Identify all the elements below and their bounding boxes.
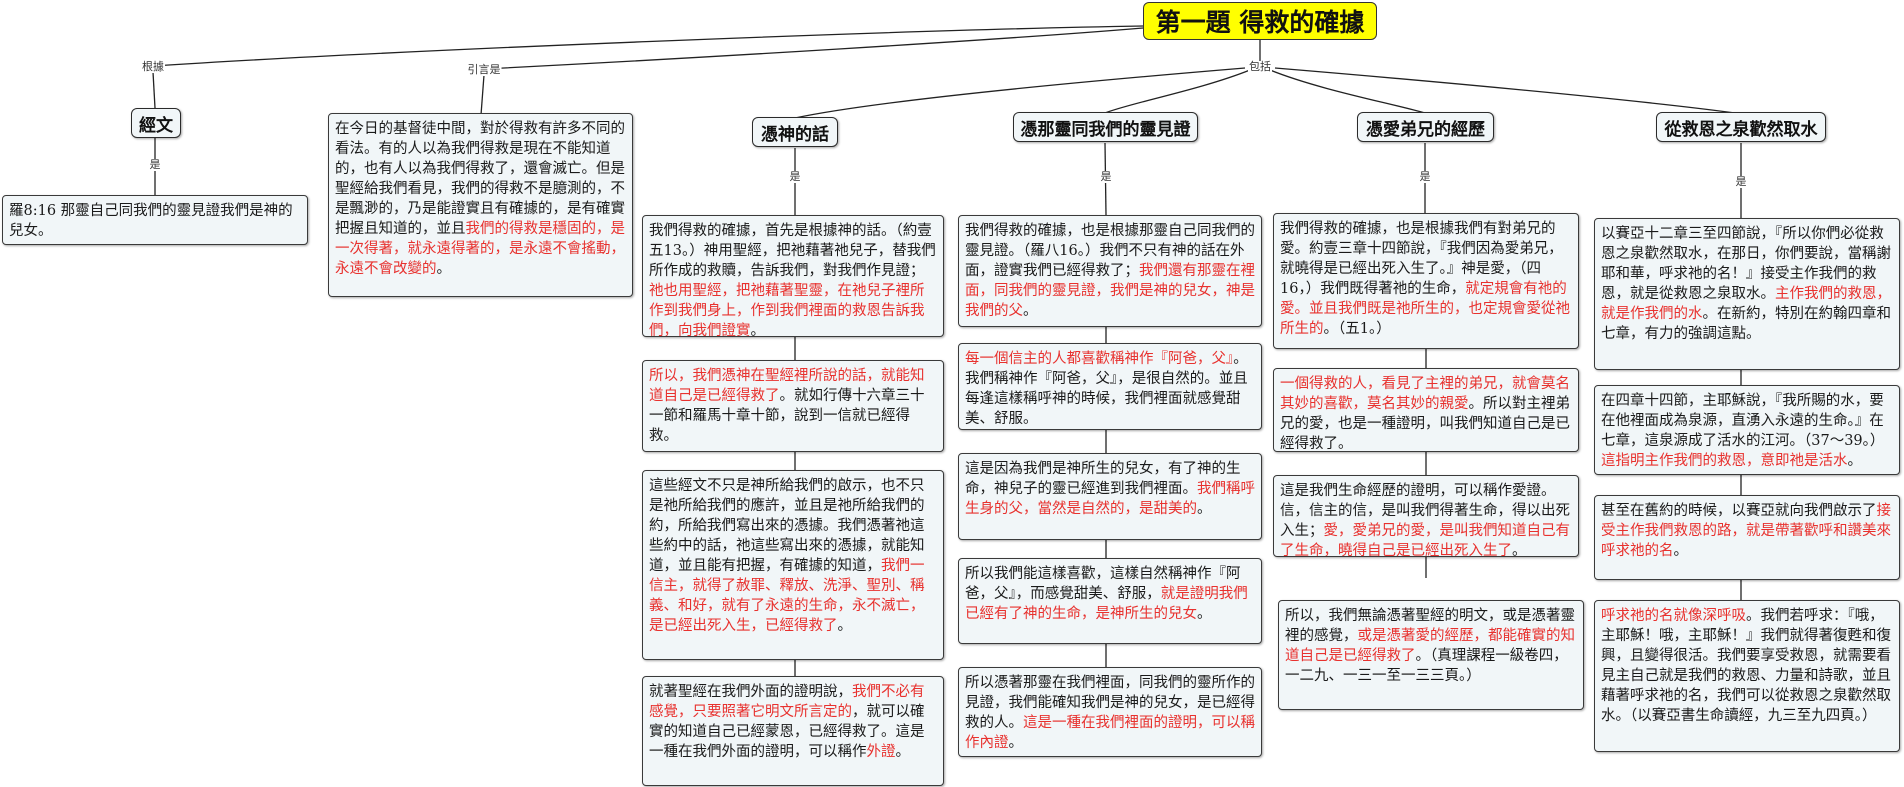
- body-text: 。: [837, 618, 853, 634]
- body-text: 。我們稱神作『阿爸，父』，是很自然的。並且每逢這樣稱呼神的時候，我們裡面就感覺甜…: [965, 351, 1248, 427]
- body-text: 羅8:16 那靈自己同我們的靈見證我們是神的兒女。: [9, 203, 293, 239]
- box-intro: 在今日的基督徒中間，對於得救有許多不同的看法。有的人以為我們得救是現在不能知道的…: [328, 113, 633, 297]
- body-text: 甚至在舊約的時候，以賽亞就向我們啟示了: [1601, 503, 1877, 519]
- box-word-3: 這些經文不只是神所給我們的啟示，也不只是祂所給我們的應許，並且是祂所給我們的約，…: [642, 470, 944, 660]
- body-text: 。: [1673, 543, 1689, 559]
- body-text: 。: [1197, 606, 1212, 622]
- body-text: 。: [895, 744, 911, 760]
- edge-label-basis: 根據: [141, 60, 165, 73]
- box-word-1: 我們得救的確據，首先是根據神的話。（約壹五13。）神用聖經，把祂藉著祂兒子，替我…: [642, 215, 944, 337]
- box-spirit-2: 每一個信主的人都喜歡稱神作『阿爸，父』。我們稱神作『阿爸，父』，是很自然的。並且…: [958, 343, 1262, 430]
- highlight-text: 愛，愛弟兄的愛，是叫我們知道自己有了生命，曉得自己是已經出死入生了: [1280, 523, 1570, 557]
- highlight-text: 主作我們的救恩，就是作我們的水: [1601, 286, 1891, 322]
- body-text: 所以，我們無論憑著聖經的明文，或是憑著靈裡的感覺，: [1285, 608, 1575, 644]
- box-spirit-3: 這是因為我們是神所生的兒女，有了神的生命，神兒子的靈已經進到我們裡面。我們稱呼生…: [958, 453, 1262, 540]
- highlight-text: 接受主作我們救恩的路，就是帶著歡呼和讚美來呼求祂的名: [1601, 503, 1891, 559]
- topic-spring: 從救恩之泉歡然取水: [1656, 112, 1826, 142]
- box-spirit-5: 所以憑著那靈在我們裡面，同我們的靈所作的見證，我們能確知我們是神的兒女，是已經得…: [958, 667, 1262, 757]
- body-text: 這是我們生命經歷的證明，可以稱作愛證。信，信主的信，是叫我們得著生命，得以出死入…: [1280, 483, 1570, 539]
- box-verse: 羅8:16 那靈自己同我們的靈見證我們是神的兒女。: [2, 195, 308, 245]
- box-spring-3: 甚至在舊約的時候，以賽亞就向我們啟示了接受主作我們救恩的路，就是帶著歡呼和讚美來…: [1594, 495, 1900, 580]
- topic-spirit: 憑那靈同我們的靈見證: [1013, 112, 1198, 142]
- edge-label-quote: 引言是: [466, 63, 502, 76]
- box-spirit-1: 我們得救的確據，也是根據那靈自己同我們的靈見證。（羅八16。）我們不只有神的話在…: [958, 215, 1262, 327]
- highlight-text: 我們一信主，就得了赦罪、釋放、洗淨、聖別、稱義、和好，就有了永遠的生命，永不滅亡…: [649, 558, 925, 634]
- body-text: 。: [436, 261, 452, 277]
- highlight-text: 外證: [866, 744, 896, 760]
- body-text: 。: [1197, 501, 1212, 517]
- highlight-text: 一個得救的人，看見了主裡的弟兄，就會莫名其妙的喜歡，莫名其妙的親愛: [1280, 376, 1570, 412]
- body-text: 這是因為我們是神所生的兒女，有了神的生命，神兒子的靈已經進到我們裡面。: [965, 461, 1241, 497]
- highlight-text: 我們不必有感覺，只要照著它明文所言定的: [649, 684, 925, 720]
- body-text: 。: [1023, 303, 1038, 319]
- body-text: 。就如行傳十六章三十一節和羅馬十章十節，說到一信就已經得救。: [649, 388, 925, 444]
- body-text: 在今日的基督徒中間，對於得救有許多不同的看法。有的人以為我們得救是現在不能知道的…: [335, 121, 625, 237]
- box-word-2: 所以，我們憑神在聖經裡所說的話，就能知道自己是已經得救了。就如行傳十六章三十一節…: [642, 360, 944, 452]
- box-love-1: 我們得救的確據，也是根據我們有對弟兄的愛。約壹三章十四節說，『我們因為愛弟兄，就…: [1273, 213, 1579, 349]
- body-text: 。: [1847, 453, 1863, 469]
- body-text: 所以憑著那靈在我們裡面，同我們的靈所作的見證，我們能確知我們是神的兒女，是已經得…: [965, 675, 1255, 731]
- highlight-text: 我們稱呼生身的父，當然是自然的，是甜美的: [965, 481, 1255, 517]
- body-text: 。所以對主裡弟兄的愛，也是一種證明，叫我們知道自己是已經得救了。: [1280, 396, 1570, 452]
- body-text: 。（真理課程一級卷四，一二九、一三一至一三三頁。）: [1285, 648, 1568, 684]
- body-text: 我們得救的確據，首先是根據神的話。（約壹五13。）神用聖經，把祂藉著祂兒子，替我…: [649, 223, 936, 279]
- body-text: 我們得救的確據，也是根據那靈自己同我們的靈見證。（羅八16。）我們不只有神的話在…: [965, 223, 1255, 279]
- box-love-3: 這是我們生命經歷的證明，可以稱作愛證。信，信主的信，是叫我們得著生命，得以出死入…: [1273, 475, 1579, 557]
- box-word-4: 就著聖經在我們外面的證明說，我們不必有感覺，只要照著它明文所言定的，就可以確實的…: [642, 676, 944, 786]
- topic-word: 憑神的話: [752, 117, 838, 147]
- box-spring-1: 以賽亞十二章三至四節說，『所以你們必從救恩之泉歡然取水，在那日，你們要說，當稱謝…: [1594, 218, 1900, 370]
- highlight-text: 這是一種在我們裡面的證明，可以稱作內證: [965, 715, 1255, 751]
- body-text: 。（五1。）: [1323, 321, 1391, 337]
- topic-scripture: 經文: [131, 108, 181, 138]
- body-text: 。我們若呼求：『哦，主耶穌！哦，主耶穌！』我們就得著復甦和復興，且變得很活。我們…: [1601, 608, 1891, 724]
- edge-label-is: 是: [1099, 170, 1113, 183]
- body-text: 。: [1512, 543, 1527, 557]
- body-text: 我們得救的確據，也是根據我們有對弟兄的愛。約壹三章十四節說，『我們因為愛弟兄，就…: [1280, 221, 1563, 297]
- box-love-2: 一個得救的人，看見了主裡的弟兄，就會莫名其妙的喜歡，莫名其妙的親愛。所以對主裡弟…: [1273, 368, 1579, 452]
- box-spirit-4: 所以我們能這樣喜歡，這樣自然稱神作『阿爸，父』，而感覺甜美、舒服，就是證明我們已…: [958, 558, 1262, 644]
- highlight-text: 所以，我們憑神在聖經裡所說的話，就能知道自己是已經得救了: [649, 368, 925, 404]
- highlight-text: 我們的得救是穩固的，是一次得著，就永遠得著的，是永遠不會搖動，永遠不會改變的: [335, 221, 625, 277]
- edge-label-is: 是: [788, 170, 802, 183]
- edge-label-includes: 包括: [1248, 60, 1272, 73]
- box-spring-2: 在四章十四節，主耶穌說，『我所賜的水，要在他裡面成為泉源，直湧入永遠的生命。』在…: [1594, 385, 1900, 475]
- highlight-text: 呼求祂的名就像深呼吸: [1601, 608, 1746, 624]
- highlight-text: 祂也用聖經，把祂藉著聖靈，在祂兒子裡所作到我們身上，作到我們裡面的救恩告訴我們，…: [649, 283, 925, 337]
- box-love-4: 所以，我們無論憑著聖經的明文，或是憑著靈裡的感覺，或是憑著愛的經歷，都能確實的知…: [1278, 600, 1584, 710]
- body-text: 。在新約，特別在約翰四章和七章，有力的強調這點。: [1601, 306, 1891, 342]
- highlight-text: 或是憑著愛的經歷，都能確實的知道自己是已經得救了: [1285, 628, 1575, 664]
- highlight-text: 我們還有那靈在裡面，同我們的靈見證，我們是神的兒女，神是我們的父: [965, 263, 1255, 319]
- body-text: 在四章十四節，主耶穌說，『我所賜的水，要在他裡面成為泉源，直湧入永遠的生命。』在…: [1601, 393, 1885, 449]
- box-spring-4: 呼求祂的名就像深呼吸。我們若呼求：『哦，主耶穌！哦，主耶穌！』我們就得著復甦和復…: [1594, 600, 1900, 752]
- body-text: 就著聖經在我們外面的證明說，: [649, 684, 852, 700]
- highlight-text: 就是證明我們已經有了神的生命，是神所生的兒女: [965, 586, 1248, 622]
- map-title: 第一題 得救的確據: [1143, 2, 1377, 40]
- highlight-text: 每一個信主的人都喜歡稱神作『阿爸，父』: [965, 351, 1234, 367]
- topic-love: 憑愛弟兄的經歷: [1357, 112, 1494, 142]
- body-text: 。: [1008, 735, 1024, 751]
- edge-label-is: 是: [1734, 175, 1748, 188]
- body-text: 。: [750, 323, 766, 337]
- body-text: ，就可以確實的知道自己已經蒙恩，已經得救了。這是一種在我們外面的證明，可以稱作: [649, 704, 925, 760]
- edge-label-is: 是: [1418, 170, 1432, 183]
- highlight-text: 就定規會有祂的愛。並且我們既是祂所生的，也定規會愛從祂所生的: [1280, 281, 1570, 337]
- body-text: 所以我們能這樣喜歡，這樣自然稱神作『阿爸，父』，而感覺甜美、舒服，: [965, 566, 1241, 602]
- body-text: 以賽亞十二章三至四節說，『所以你們必從救恩之泉歡然取水，在那日，你們要說，當稱謝…: [1601, 226, 1891, 302]
- highlight-text: 這指明主作我們的救恩，意即祂是活水: [1601, 453, 1848, 469]
- edge-label-is: 是: [148, 158, 162, 171]
- body-text: 這些經文不只是神所給我們的啟示，也不只是祂所給我們的應許，並且是祂所給我們的約，…: [649, 478, 925, 574]
